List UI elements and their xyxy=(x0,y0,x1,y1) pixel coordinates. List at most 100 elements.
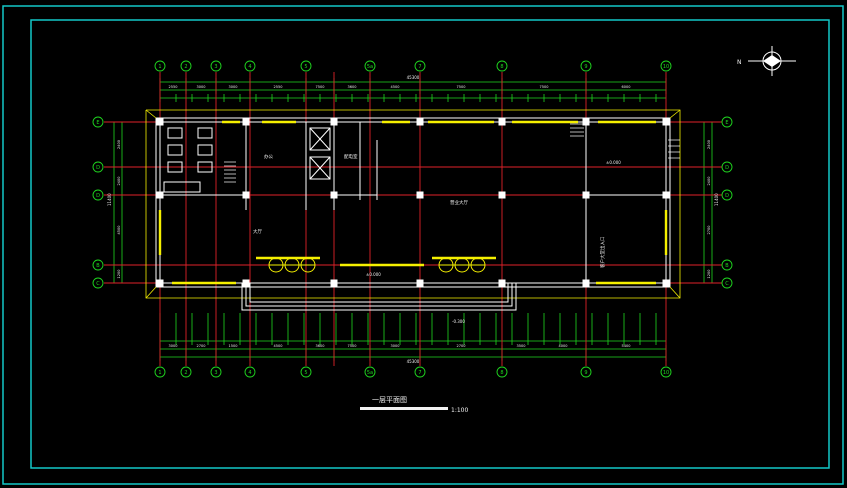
grid-bubble-label: 5 xyxy=(304,64,307,70)
column xyxy=(330,279,338,287)
column xyxy=(242,118,250,126)
grid-bubble-label: 5a xyxy=(367,64,373,70)
grid-bubble xyxy=(660,366,672,378)
structural-columns xyxy=(156,118,670,287)
building-walls xyxy=(145,109,681,311)
column xyxy=(582,279,590,287)
grid-bubble xyxy=(300,366,312,378)
dimension-text: 3000 xyxy=(169,344,178,348)
column xyxy=(498,279,506,287)
dimension-text: 3600 xyxy=(316,344,325,348)
right-total-dimension: 11400 xyxy=(714,193,719,206)
grid-bubble-label: 5 xyxy=(304,370,307,376)
grid-bubble xyxy=(244,366,256,378)
grid-bubble xyxy=(154,366,166,378)
dimension-text: 3600 xyxy=(348,85,357,89)
grid-bubble-label: 4 xyxy=(248,370,251,376)
room-label-office: 办公 xyxy=(264,153,273,160)
grid-bubble xyxy=(580,366,592,378)
grid-bubble-label: 3 xyxy=(214,370,217,376)
horizontal-grid-lines xyxy=(104,121,724,284)
grid-bubble-label: 1 xyxy=(158,370,161,376)
grid-bubble-label: D xyxy=(725,165,729,171)
room-label-lobby: 营业大厅 xyxy=(450,199,468,206)
grid-bubble xyxy=(721,277,733,289)
drawing-scale: 1:100 xyxy=(451,407,468,414)
dimension-text: 3000 xyxy=(391,344,400,348)
dimension-text: 7500 xyxy=(457,85,466,89)
side-dimension-lines xyxy=(108,121,718,284)
grid-bubble xyxy=(300,60,312,72)
level-mark-bottom: -0.300 xyxy=(452,319,465,324)
grid-bubble-label: 4 xyxy=(248,64,251,70)
dimension-text: 4500 xyxy=(391,85,400,89)
dimension-text: 3000 xyxy=(229,85,238,89)
dimension-text: 3000 xyxy=(197,85,206,89)
dimension-text: 2550 xyxy=(169,85,178,89)
dimension-text: 3500 xyxy=(517,344,526,348)
dimension-text: 2400 xyxy=(707,177,711,186)
grid-bubble-label: D xyxy=(96,193,100,199)
grid-bubble xyxy=(210,366,222,378)
column xyxy=(662,118,670,126)
column xyxy=(330,118,338,126)
dimension-text: 2400 xyxy=(707,140,711,149)
grid-bubble-label: 7 xyxy=(418,370,421,376)
grid-bubble-label: 9 xyxy=(584,64,587,70)
grid-bubble xyxy=(244,60,256,72)
grid-bubble-label: B xyxy=(725,263,729,269)
title-underline xyxy=(360,407,448,410)
bottom-dimension-lines xyxy=(160,340,666,358)
grid-bubble xyxy=(92,116,104,128)
left-total-dimension: 11400 xyxy=(107,193,112,206)
column xyxy=(498,191,506,199)
grid-bubble-label: E xyxy=(96,120,99,126)
level-mark-center: ±0.000 xyxy=(366,272,381,277)
column xyxy=(156,279,164,287)
dimension-text: 5400 xyxy=(622,344,631,348)
grid-bubble xyxy=(364,366,376,378)
grid-bubble xyxy=(496,60,508,72)
grid-bubble-label: B xyxy=(96,263,100,269)
grid-bubble xyxy=(180,60,192,72)
north-label: N xyxy=(737,59,742,66)
column xyxy=(242,279,250,287)
dimension-text: 1500 xyxy=(229,344,238,348)
vertical-grid-lines xyxy=(159,72,667,366)
grid-bubble xyxy=(580,60,592,72)
column xyxy=(498,118,506,126)
room-label-equipment: 配电室 xyxy=(344,153,358,160)
grid-bubble xyxy=(210,60,222,72)
grid-bubble-label: 10 xyxy=(663,370,669,376)
grid-bubble xyxy=(92,161,104,173)
dimension-text: 2550 xyxy=(274,85,283,89)
north-arrow-icon xyxy=(748,46,796,76)
grid-bubble xyxy=(660,60,672,72)
room-label-hall: 大厅 xyxy=(253,228,262,235)
dimension-text: 2700 xyxy=(707,226,711,235)
grid-bubble xyxy=(721,161,733,173)
grid-bubble xyxy=(721,116,733,128)
dimension-text: 2700 xyxy=(457,344,466,348)
grid-bubble-label: D xyxy=(96,165,100,171)
grid-bubble-label: 10 xyxy=(663,64,669,70)
grid-bubble-label: 2 xyxy=(184,370,187,376)
dimension-text: 4500 xyxy=(117,226,121,235)
grid-bubble-label: 7 xyxy=(418,64,421,70)
column xyxy=(242,191,250,199)
grid-bubble xyxy=(414,366,426,378)
grid-bubble-label: D xyxy=(725,193,729,199)
grid-bubble-label: 2 xyxy=(184,64,187,70)
dimension-text: 1200 xyxy=(117,270,121,279)
dimension-text: 7500 xyxy=(316,85,325,89)
room-label-entrance: 客户大堂出入口 xyxy=(599,237,606,269)
grid-bubble xyxy=(92,277,104,289)
dimension-text: 1200 xyxy=(707,270,711,279)
dimension-text: 4000 xyxy=(559,344,568,348)
grid-bubble xyxy=(414,60,426,72)
